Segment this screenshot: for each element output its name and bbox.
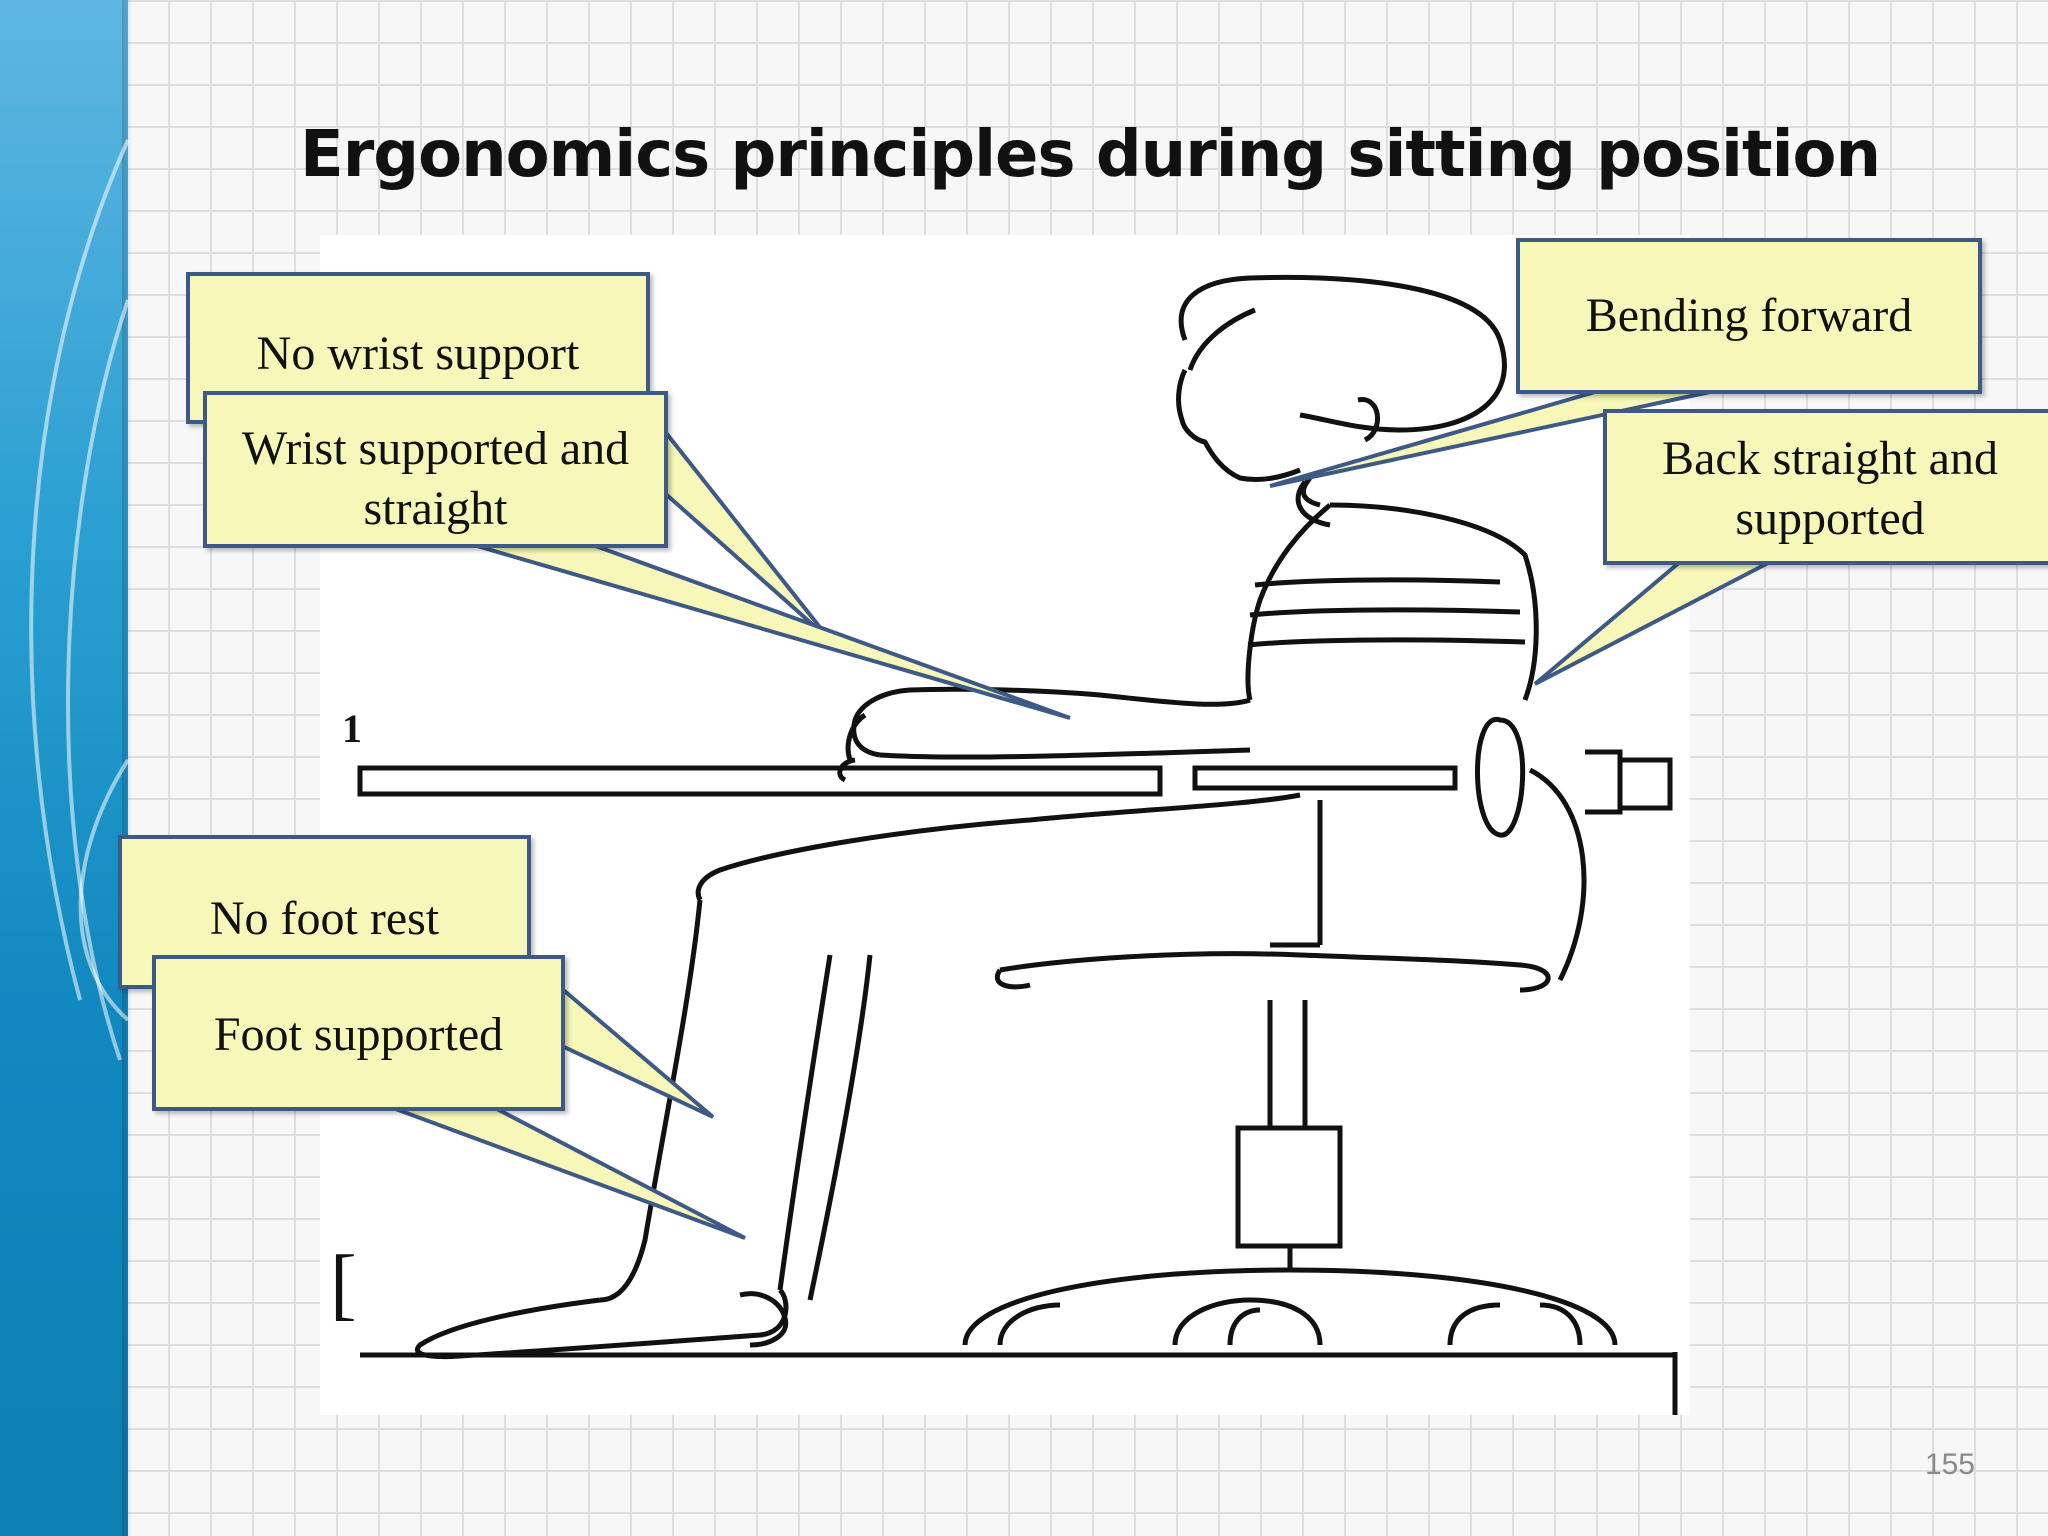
callout-no-foot-rest-text: No foot rest [209,892,440,945]
drawing-mark-top: 1 [342,706,362,751]
band-swirl-decoration [29,139,130,1061]
left-band-shadow [122,0,132,1536]
pointer-foot-supported [392,1106,746,1240]
callout-bending-forward-text: Bending forward [1585,289,1913,342]
callout-no-wrist-support-text: No wrist support [256,327,580,380]
page-number: 155 [1924,1448,1975,1481]
left-decorative-band [0,0,128,1536]
office-chair [962,717,1673,1346]
callout-wrist-supported-text: Wrist supported and straight [241,422,630,535]
slide-title: Ergonomics principles during sitting pos… [300,118,1881,192]
callout-bending-forward: Bending forward [1516,238,1982,394]
seated-person [415,274,1539,1360]
callout-back-straight-text: Back straight and supported [1662,432,1998,545]
callout-foot-supported-text: Foot supported [213,1008,504,1061]
callout-back-straight: Back straight and supported [1603,409,2048,565]
desk [357,765,1458,797]
pointer-back-straight [1533,560,1771,686]
drawing-mark-bottom: [ [330,1240,357,1328]
floor-line [360,1352,1678,1415]
callout-wrist-supported: Wrist supported and straight [203,391,668,548]
callout-foot-supported: Foot supported [152,955,565,1111]
